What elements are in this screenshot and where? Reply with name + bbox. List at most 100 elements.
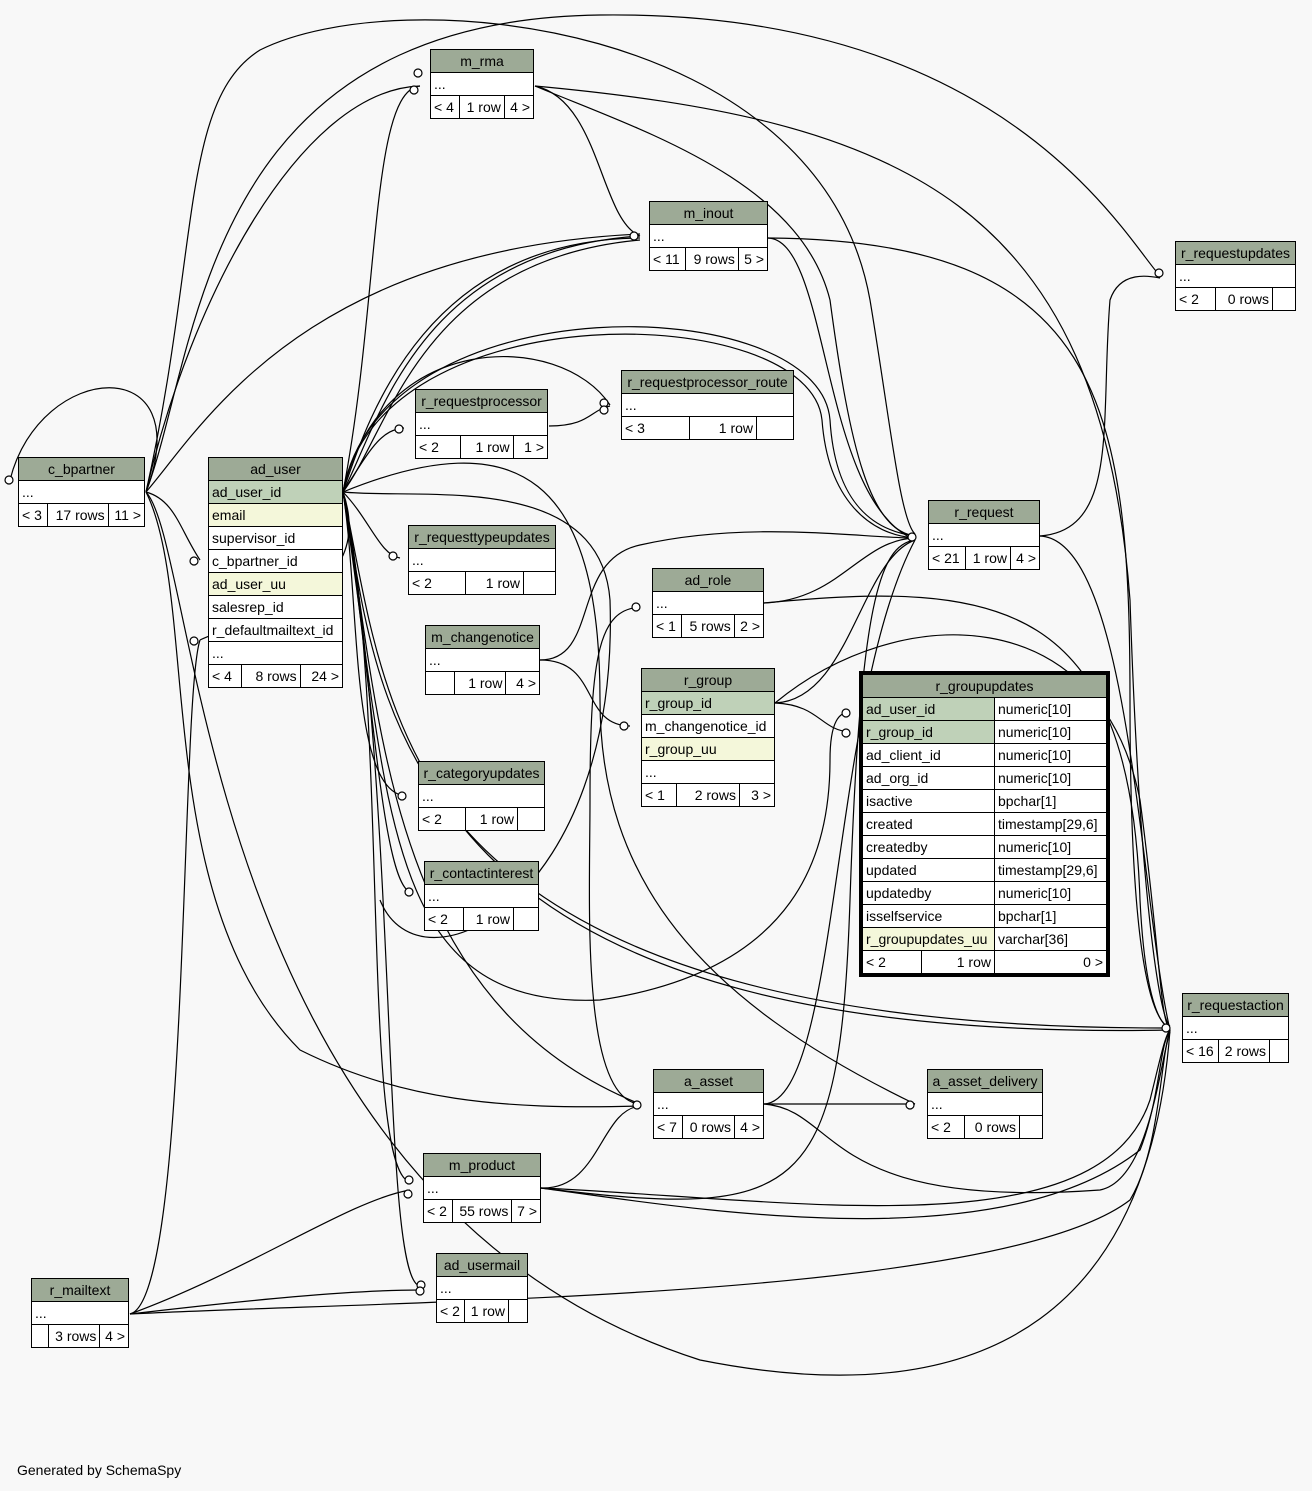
table-title: r_requestprocessor_route <box>621 370 794 394</box>
edge-r_mailtext-ad_user <box>129 639 201 1315</box>
edge-m_inout-r_request <box>767 237 916 541</box>
edge-r_group-r_requestaction <box>774 634 1171 1031</box>
column-name: updated <box>862 858 995 882</box>
more-columns: ... <box>424 884 539 908</box>
more-columns: ... <box>436 1276 528 1300</box>
parents-count: < 2 <box>415 435 461 459</box>
row-count: 1 row <box>465 571 524 595</box>
parents-count: < 2 <box>423 1199 453 1223</box>
column-name: r_groupupdates_uu <box>862 927 995 951</box>
table-title: m_inout <box>649 201 768 225</box>
edge-end <box>189 556 199 566</box>
row-count: 2 rows <box>1218 1039 1270 1063</box>
more-columns: ... <box>649 224 768 248</box>
edge-c_bpartner-ad_user <box>145 491 201 561</box>
row-count: 1 row <box>465 807 518 831</box>
edge-c_bpartner-r_requestupdates <box>145 14 1161 493</box>
column-type: numeric[10] <box>993 881 1108 905</box>
edge-end <box>599 405 609 415</box>
parents-count: < 11 <box>648 247 687 271</box>
table-r_group[interactable]: r_group r_group_id m_changenotice_id r_g… <box>640 668 776 807</box>
more-columns: ... <box>621 393 794 417</box>
table-title: m_product <box>423 1153 541 1177</box>
row-count: 1 row <box>921 950 995 974</box>
more-columns: ... <box>415 412 548 436</box>
parents-count: < 7 <box>653 1115 683 1139</box>
edge-ad_user-r_requestaction-2 <box>342 491 1171 1032</box>
row-count: 3 rows <box>47 1324 101 1348</box>
edge-a_asset-ad_role <box>588 606 641 1105</box>
edge-end <box>631 602 641 612</box>
column-name: r_group_id <box>862 720 995 744</box>
edge-r_mailtext-r_requestaction <box>129 1029 1171 1315</box>
parents-count: < 3 <box>17 503 49 527</box>
children-count <box>1269 1039 1289 1063</box>
table-title: a_asset <box>653 1069 764 1093</box>
table-title: ad_usermail <box>436 1253 528 1277</box>
edge-end <box>409 85 419 95</box>
more-columns: ... <box>928 523 1040 547</box>
edge-end <box>394 424 404 434</box>
column-type: bpchar[1] <box>993 789 1108 813</box>
column-type: varchar[36] <box>993 927 1108 951</box>
edge-r_group-r_request <box>774 539 916 704</box>
column-name: ad_client_id <box>862 743 995 767</box>
table-title: r_categoryupdates <box>418 761 545 785</box>
edge-c_bpartner-self <box>9 387 158 493</box>
children-count: 4 > <box>505 671 540 695</box>
footer-generated-by: Generated by SchemaSpy <box>17 1462 182 1478</box>
column-row: ad_user_uu <box>208 572 343 596</box>
table-title: ad_user <box>208 457 343 481</box>
row-count: 1 row <box>463 907 514 931</box>
edge-ad_user-m_rma <box>342 85 421 493</box>
column-name: isactive <box>862 789 995 813</box>
parents-count: < 2 <box>424 907 464 931</box>
row-count: 8 rows <box>240 664 301 688</box>
parents-count: < 2 <box>862 950 922 974</box>
edge-end <box>404 887 414 897</box>
edge-end <box>397 791 407 801</box>
edge-ad_user-r_request-1 <box>342 326 916 537</box>
more-columns: ... <box>430 72 534 96</box>
children-count: 3 > <box>738 783 776 807</box>
more-columns: ... <box>208 641 343 665</box>
parents-count: < 2 <box>927 1115 965 1139</box>
edge-end <box>1161 1023 1171 1033</box>
parents-count: < 21 <box>927 546 967 570</box>
column-type: timestamp[29,6] <box>993 812 1108 836</box>
edge-m_changenotice-r_request <box>539 531 916 661</box>
edge-end <box>415 1286 425 1296</box>
edge-r_mailtext-ad_usermail <box>129 1289 421 1315</box>
children-count <box>513 907 539 931</box>
row-count: 1 row <box>453 671 507 695</box>
edge-m_rma-r_requestaction <box>534 85 1171 1027</box>
column-name: ad_org_id <box>862 766 995 790</box>
table-title: c_bpartner <box>18 457 145 481</box>
row-count: 55 rows <box>451 1199 513 1223</box>
table-ad_user[interactable]: ad_user ad_user_id email supervisor_id c… <box>208 457 344 688</box>
row-count: 1 row <box>460 435 514 459</box>
row-count: 5 rows <box>681 614 735 638</box>
children-count: 7 > <box>511 1199 541 1223</box>
edge-end <box>841 708 851 718</box>
